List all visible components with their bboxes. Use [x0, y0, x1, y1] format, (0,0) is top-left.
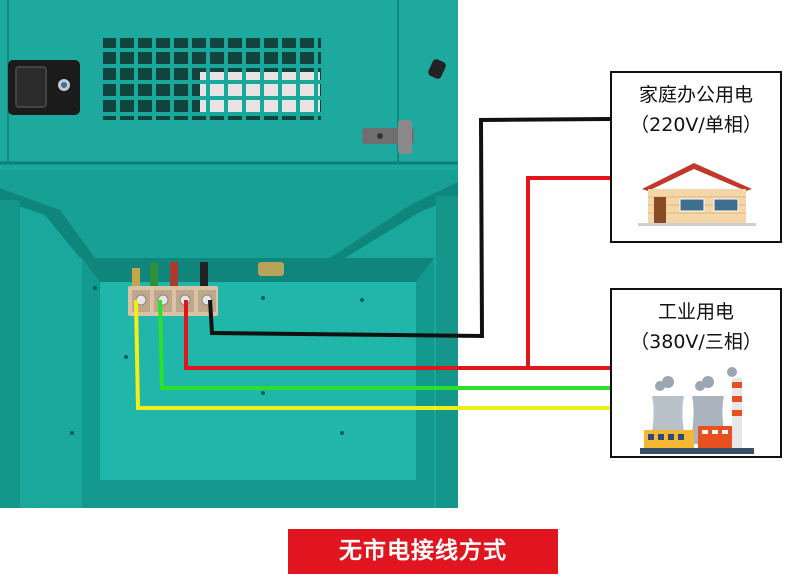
knob-icon [428, 59, 446, 79]
hinge-icon [362, 120, 414, 154]
home-power-card: 家庭办公用电 （220V/单相） [610, 71, 782, 243]
cable-gland-icon [258, 262, 284, 276]
terminal-hood [0, 170, 458, 258]
red-wire-home [526, 176, 610, 368]
black-wire [208, 117, 611, 339]
factory-icon [640, 367, 754, 454]
green-wire [158, 299, 612, 390]
red-wire [184, 300, 612, 370]
home-card-title: 家庭办公用电 [638, 84, 753, 106]
industrial-power-card: 工业用电 （380V/三相） [610, 288, 782, 458]
home-card-spec: （220V/单相） [630, 114, 762, 136]
caption-banner: 无市电接线方式 [288, 529, 558, 574]
door-handle-icon [8, 60, 80, 115]
terminal-block-icon [128, 262, 218, 316]
industrial-card-title: 工业用电 [657, 301, 734, 323]
vent-grille-icon [103, 38, 321, 120]
industrial-card-spec: （380V/三相） [630, 331, 762, 353]
house-icon [638, 163, 756, 226]
yellow-wire [134, 299, 612, 410]
